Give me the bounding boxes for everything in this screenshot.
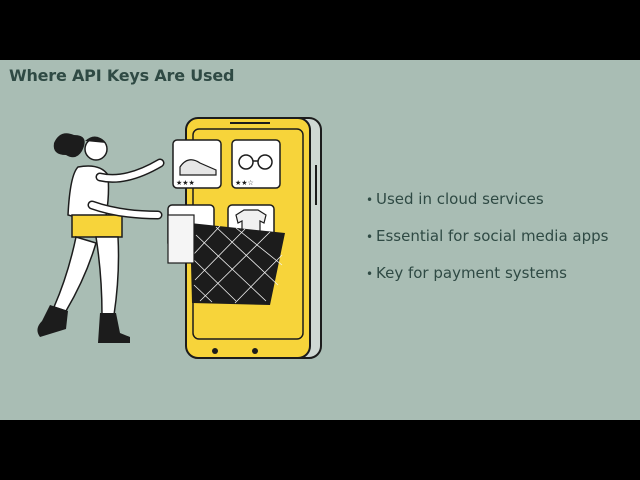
presentation-slide: Where API Keys Are Used ★★★ bbox=[0, 60, 640, 420]
bullet-item: •Key for payment systems bbox=[366, 264, 567, 282]
slide-title: Where API Keys Are Used bbox=[9, 66, 235, 85]
bullet-item: •Essential for social media apps bbox=[366, 227, 609, 245]
shoe-product-icon: ★★★ bbox=[172, 139, 222, 189]
bullet-text: Key for payment systems bbox=[376, 264, 567, 282]
glasses-product-icon: ★★☆ bbox=[231, 139, 281, 189]
bullet-item: •Used in cloud services bbox=[366, 190, 544, 208]
bullet-text: Essential for social media apps bbox=[376, 227, 609, 245]
product-rating: ★★☆ bbox=[235, 179, 254, 187]
bullet-list: •Used in cloud services •Essential for s… bbox=[366, 190, 609, 301]
shopping-app-illustration: ★★★ ★★☆ bbox=[37, 117, 322, 359]
shopping-bag-icon bbox=[167, 214, 285, 305]
bullet-text: Used in cloud services bbox=[376, 190, 544, 208]
woman-figure-icon bbox=[37, 133, 165, 343]
product-rating: ★★★ bbox=[176, 179, 195, 187]
